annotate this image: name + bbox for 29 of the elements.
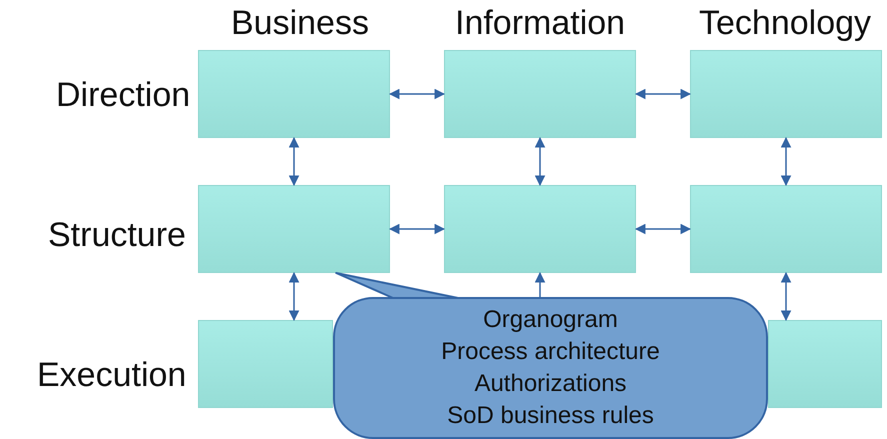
callout-text: Authorizations xyxy=(474,369,627,399)
empty-box xyxy=(444,50,636,138)
empty-box xyxy=(690,50,882,138)
column-heading: Information xyxy=(455,4,626,43)
double-arrow xyxy=(288,272,300,322)
double-arrow xyxy=(388,224,446,234)
double-arrow xyxy=(634,224,692,234)
column-heading: Technology xyxy=(699,4,872,43)
empty-box xyxy=(444,185,636,273)
callout-pointer xyxy=(335,272,459,299)
empty-box xyxy=(768,320,882,408)
empty-box xyxy=(198,185,390,273)
empty-box xyxy=(198,320,333,408)
empty-box xyxy=(198,50,390,138)
callout-text: Organogram xyxy=(483,305,618,335)
row-heading: Execution xyxy=(37,356,186,395)
double-arrow xyxy=(780,272,792,322)
double-arrow xyxy=(634,88,692,100)
callout-text: SoD business rules xyxy=(447,401,654,431)
double-arrow xyxy=(534,136,546,186)
row-heading: Direction xyxy=(56,76,190,115)
double-arrow xyxy=(288,136,300,186)
row-heading: Structure xyxy=(48,216,186,255)
empty-box xyxy=(690,185,882,273)
arrow xyxy=(534,272,546,297)
column-heading: Business xyxy=(231,4,369,43)
double-arrow xyxy=(388,88,446,100)
callout-text: Process architecture xyxy=(441,337,660,367)
double-arrow xyxy=(780,136,792,186)
